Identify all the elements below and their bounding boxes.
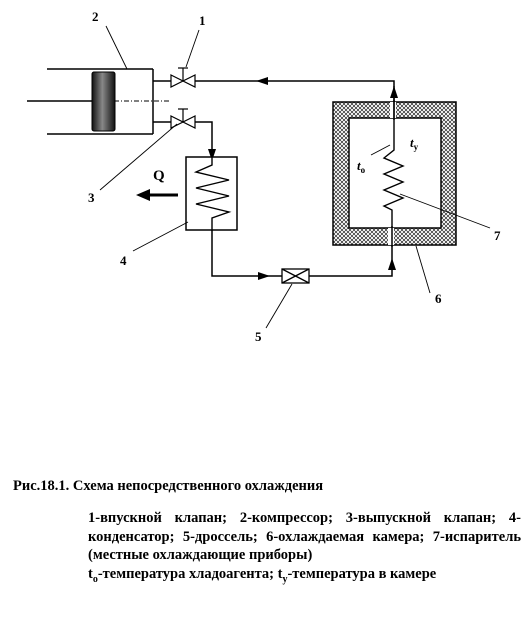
label-heat-q: Q bbox=[153, 168, 165, 184]
label-intake-valve: 1 bbox=[199, 13, 206, 28]
figure-legend: 1-впускной клапан; 2-компрессор; 3-выпус… bbox=[88, 509, 521, 589]
label-compressor: 2 bbox=[92, 9, 99, 24]
label-chamber: 6 bbox=[435, 291, 442, 306]
flow-arrow-top bbox=[256, 77, 268, 85]
discharge-line bbox=[195, 121, 213, 150]
label-t-o: to bbox=[357, 158, 366, 175]
intake-valve bbox=[170, 67, 196, 88]
leader-5 bbox=[265, 283, 293, 329]
leader-1 bbox=[185, 29, 200, 68]
leader-to bbox=[370, 144, 391, 156]
flow-arrow-right bbox=[258, 272, 270, 280]
refrigeration-schematic: 2 1 3 4 5 6 7 Q to tу bbox=[27, 9, 501, 344]
throttle bbox=[281, 268, 310, 284]
cooled-chamber bbox=[332, 101, 457, 246]
leader-2 bbox=[105, 25, 128, 70]
legend-items: 1-впускной клапан; 2-компрессор; 3-выпус… bbox=[88, 510, 521, 563]
legend-temperatures: tо-температура хладоагента; tу-температу… bbox=[88, 565, 437, 585]
evaporator-coil bbox=[382, 86, 405, 228]
compressor bbox=[27, 68, 171, 135]
heat-release-arrow bbox=[136, 189, 178, 201]
flow-arrow-evap-in bbox=[388, 258, 396, 270]
piston bbox=[91, 71, 116, 132]
condenser-coil bbox=[193, 150, 232, 231]
expansion-line bbox=[309, 258, 393, 277]
label-condenser: 4 bbox=[120, 253, 127, 268]
leader-6 bbox=[415, 245, 431, 294]
discharge-valve bbox=[170, 108, 196, 129]
label-t-y: tу bbox=[410, 135, 419, 152]
leader-7 bbox=[399, 193, 491, 229]
label-throttle: 5 bbox=[255, 329, 262, 344]
label-evaporator: 7 bbox=[494, 228, 501, 243]
suction-line bbox=[195, 80, 395, 86]
figure-caption: Рис.18.1. Схема непосредственного охлажд… bbox=[13, 478, 324, 494]
label-discharge-valve: 3 bbox=[88, 190, 95, 205]
leader-4 bbox=[132, 221, 189, 252]
leader-3 bbox=[99, 123, 178, 191]
